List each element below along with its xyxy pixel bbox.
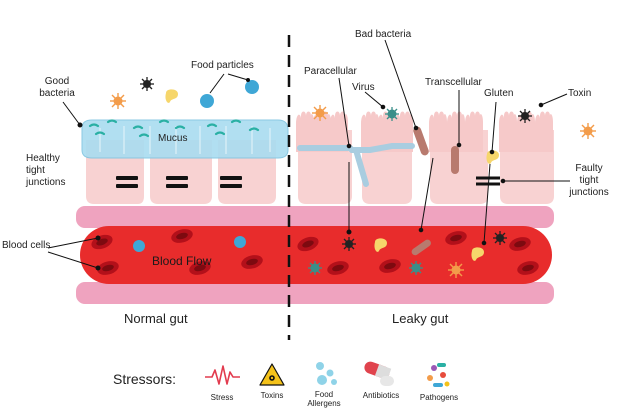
stressor-label-antibiotics: Antibiotics xyxy=(362,391,400,400)
antibiotics-capsule-icon xyxy=(364,361,394,386)
virus-label: Virus xyxy=(352,82,375,93)
leaky-gut-label: Leaky gut xyxy=(392,311,449,326)
bad-bacteria-label: Bad bacteria xyxy=(355,29,412,40)
toxin-particle xyxy=(517,108,533,124)
normal-gut-label: Normal gut xyxy=(124,311,188,326)
mucus-layer xyxy=(81,119,289,159)
normal-gut-epithelium xyxy=(81,119,289,204)
transcellular-label: Transcellular xyxy=(425,77,482,88)
leader-lines xyxy=(47,39,570,271)
bad-bacteria xyxy=(413,126,429,156)
food-particle xyxy=(200,94,214,108)
food-allergens-icon xyxy=(316,362,337,385)
virus-particle xyxy=(384,106,400,122)
paracellular-channel xyxy=(353,147,369,187)
blood-flow-label: Blood Flow xyxy=(152,254,212,268)
blood-cells-label: Blood cells xyxy=(2,240,51,251)
paracellular-label: Paracellular xyxy=(304,66,357,77)
stressor-label-stress: Stress xyxy=(210,393,234,402)
mucus-label: Mucus xyxy=(158,133,188,144)
stressors-title: Stressors: xyxy=(113,371,177,387)
toxin-particle xyxy=(139,76,155,92)
blood-contents-leaky xyxy=(295,228,541,279)
gluten-label: Gluten xyxy=(484,88,514,99)
leaky-gut-epithelium xyxy=(296,111,554,204)
food-particle xyxy=(245,80,259,94)
healthy-tight-junction xyxy=(116,176,242,188)
toxin-label: Toxin xyxy=(568,88,592,99)
transcellular-passage xyxy=(451,146,459,174)
stressor-label-pathogens: Pathogens xyxy=(419,393,459,402)
blood-contents-normal xyxy=(89,226,265,278)
pathogen-particle xyxy=(579,122,597,140)
stressor-label-toxins: Toxins xyxy=(260,391,284,400)
pathogen-particle xyxy=(109,92,127,110)
pathogens-icon xyxy=(427,363,450,387)
broken-junction xyxy=(412,164,424,196)
good-bacteria-cluster xyxy=(88,119,260,138)
pathogen-particle xyxy=(311,104,329,122)
toxins-hazard-icon xyxy=(259,363,285,386)
gluten-particle xyxy=(165,89,178,103)
food-particles-label: Food particles xyxy=(191,60,254,71)
paracellular-gap xyxy=(297,143,415,153)
stress-pulse-icon xyxy=(205,365,240,385)
vessel-wall-bottom xyxy=(76,282,554,304)
vessel-wall-top xyxy=(76,206,554,228)
